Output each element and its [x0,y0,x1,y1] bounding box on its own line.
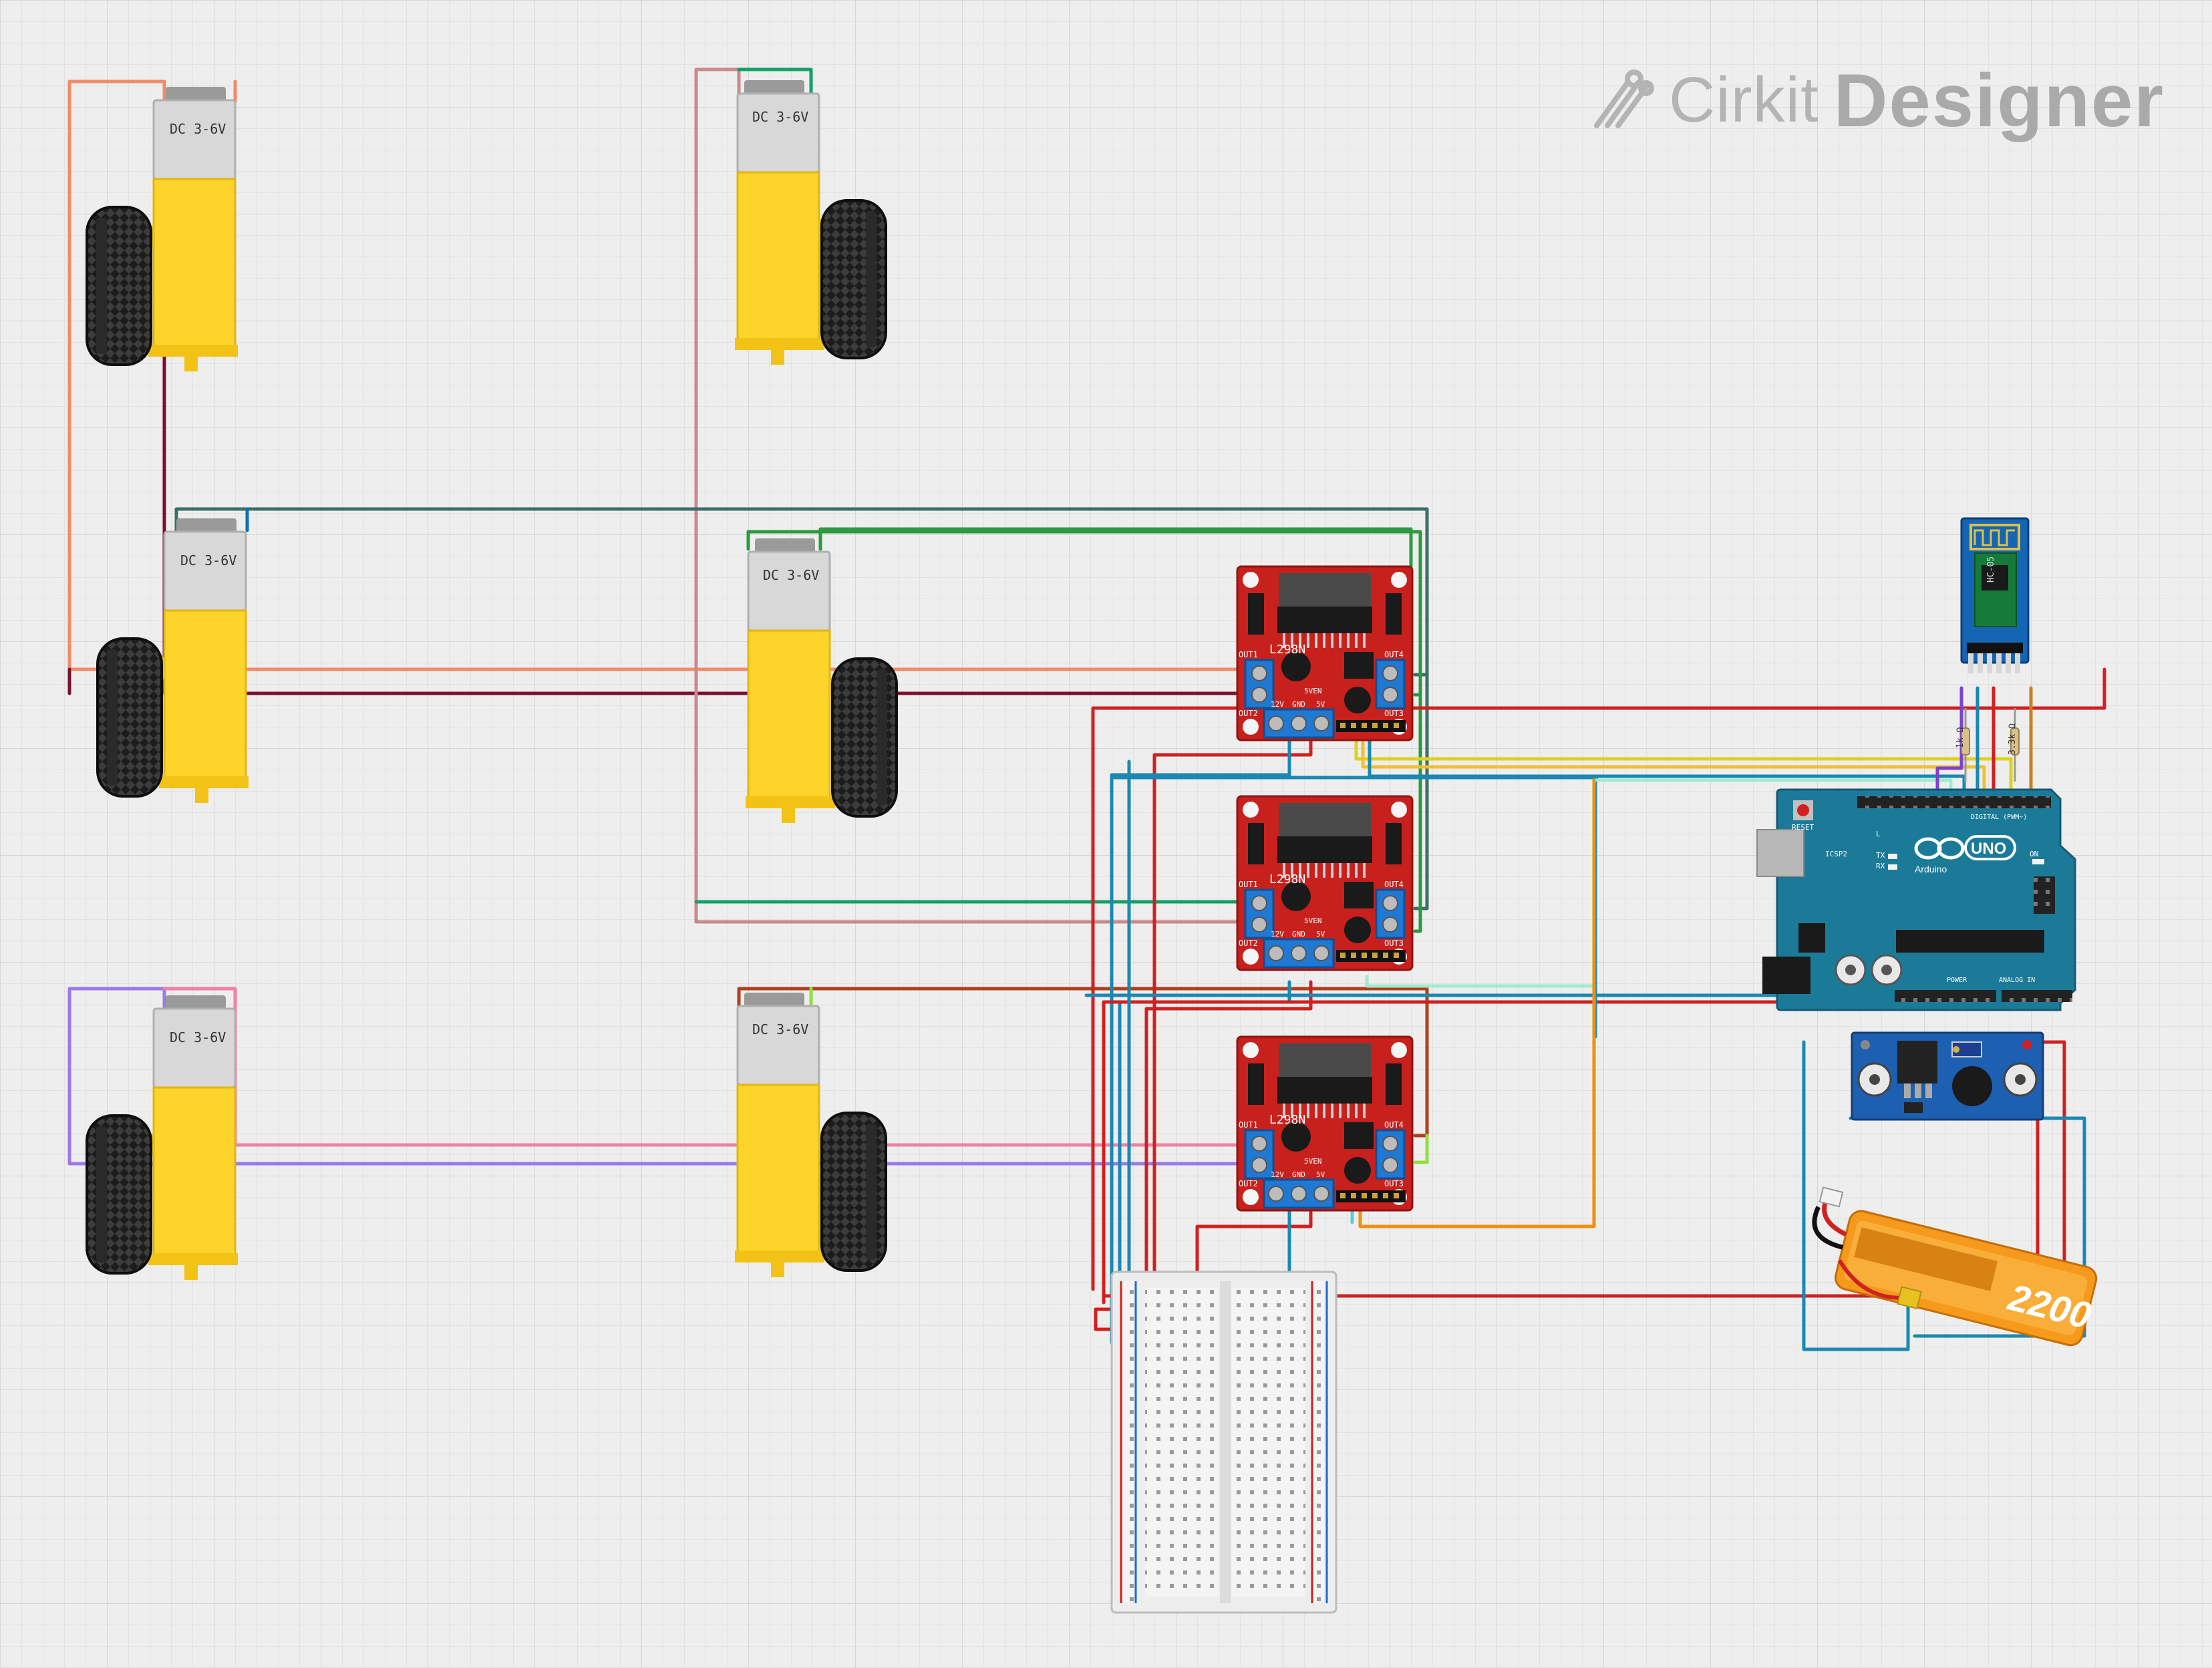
wire-motor1-c [162,100,1241,695]
on-label: ON [2030,850,2038,858]
driver-2-chip: L298N [1269,872,1305,886]
driver-3-5ven: 5VEN [1304,1157,1322,1166]
atmega-chip [1896,930,2044,953]
motor-3-label: DC 3-6V [180,552,236,568]
driver-3-chip: L298N [1269,1113,1305,1127]
motor-1-label: DC 3-6V [170,121,226,137]
motor-driver-2[interactable]: L298N OUT1 OUT2 OUT4 OUT3 12V GND 5V 5VE… [1236,795,1414,971]
wire-sig-yellow-1 [1354,726,2013,794]
motor-5-label: DC 3-6V [170,1029,226,1045]
driver-2-5ven: 5VEN [1304,916,1322,925]
digital-label: DIGITAL (PWM~) [1971,814,2027,821]
arduino-model: UNO [1971,840,2006,858]
lipo-battery[interactable]: 2200 [1799,1186,2104,1349]
motor-2[interactable]: DC 3-6V [734,79,887,366]
bluetooth-module[interactable]: HC-05 [1960,517,2030,673]
wire-motor4-a [746,530,1422,697]
reset-label: RESET [1792,823,1814,832]
power-label: POWER [1947,977,1967,984]
analog-label: ANALOG IN [1999,977,2035,984]
motor-driver-1[interactable]: L298N OUT1 OUT2 OUT4 OUT3 12V GND 5V 5VE… [1236,565,1414,741]
wire-motor3-a [174,507,1429,677]
motor-2-label: DC 3-6V [752,109,808,125]
breadboard[interactable] [1110,1271,1337,1614]
driver-2-5v: 5V [1316,930,1325,939]
driver-1-out3: OUT3 [1384,709,1404,718]
wire-vin-main [1091,667,2106,1291]
resistor-1[interactable]: 1k Ω [1955,708,1970,782]
wire-layer [67,67,2106,1358]
usb-port [1756,829,1804,877]
l-label: L [1876,830,1881,838]
driver-3-out1: OUT1 [1239,1120,1258,1130]
bluetooth-model: HC-05 [1986,556,1996,582]
wire-battery-neg [1802,1040,1910,1351]
driver-1-12v: 12V [1271,700,1284,709]
motor-3[interactable]: DC 3-6V [96,517,250,804]
motor-6[interactable]: DC 3-6V [734,991,887,1279]
motor-6-label: DC 3-6V [752,1021,808,1037]
icsp-label: ICSP2 [1825,850,1847,858]
driver-3-out2: OUT2 [1239,1179,1258,1188]
wire-motor6-c [1413,1134,1429,1164]
arduino-infinity-logo [1914,837,1965,860]
driver-3-gnd: GND [1292,1170,1305,1179]
rx-label: RX [1876,862,1885,870]
wire-bt-purple [1935,686,1963,794]
wire-d1-gnd [1110,733,1291,1345]
driver-3-out4: OUT4 [1384,1120,1404,1130]
wire-sig-orange [1358,778,1596,1228]
driver-2-gnd: GND [1292,930,1305,939]
driver-2-out1: OUT1 [1239,880,1258,889]
driver-2-out3: OUT3 [1384,939,1404,948]
driver-2-out4: OUT4 [1384,880,1404,889]
brand-product: Designer [1833,58,2165,142]
wire-buck-out [1102,1040,2066,1298]
wire-motor2-c [694,900,1241,924]
motor-4[interactable]: DC 3-6V [744,537,898,824]
motor-4-label: DC 3-6V [763,567,819,583]
brand-name: Cirkit [1669,64,1819,136]
dc-jack [1762,957,1810,994]
driver-1-5ven: 5VEN [1304,687,1322,695]
wire-motor5-a [67,987,1241,1166]
driver-1-chip: L298N [1269,643,1305,657]
resistor-1-value: 1k Ω [1955,727,1965,748]
driver-3-5v: 5V [1316,1170,1325,1179]
driver-2-out2: OUT2 [1239,939,1258,948]
driver-1-out2: OUT2 [1239,709,1258,718]
cirkit-logo-icon [1594,69,1654,128]
resistor-2-value: 3.3k Ω [2008,723,2018,755]
driver-1-out1: OUT1 [1239,650,1258,659]
wire-motor1-a [67,79,1241,671]
motor-driver-3[interactable]: L298N OUT1 OUT2 OUT4 OUT3 12V GND 5V 5VE… [1236,1035,1414,1212]
arduino-brand: Arduino [1915,864,1947,874]
motor-1[interactable]: DC 3-6V [86,86,239,373]
xt60-connector[interactable] [1897,1286,1922,1310]
power-header[interactable] [1895,990,1996,1002]
driver-3-out3: OUT3 [1384,1179,1404,1188]
wire-motor6-a [737,987,1429,1138]
motor-5[interactable]: DC 3-6V [86,994,239,1281]
driver-1-gnd: GND [1292,700,1305,709]
wire-motor2-b [737,67,813,97]
wire-motor5-b [162,987,237,1012]
digital-header[interactable] [1857,796,2051,808]
analog-header[interactable] [2002,990,2072,1002]
driver-3-12v: 12V [1271,1170,1284,1179]
arduino-uno[interactable]: RESET DIGITAL (PWM~) ICSP2 L TX RX UNO A… [1756,788,2076,1011]
driver-1-5v: 5V [1316,700,1325,709]
wire-sig-yellow-2 [1361,726,1986,794]
driver-1-out4: OUT4 [1384,650,1404,659]
antenna-icon [1969,524,2020,550]
buck-converter[interactable] [1851,1031,2044,1121]
wire-motor4-c [1413,693,1422,933]
brand-logo: Cirkit Designer [1590,53,2165,147]
resistor-2[interactable]: 3.3k Ω [2008,708,2020,782]
tx-label: TX [1876,851,1885,860]
driver-2-12v: 12V [1271,930,1284,939]
wire-sig-blue-1 [1368,726,1966,794]
